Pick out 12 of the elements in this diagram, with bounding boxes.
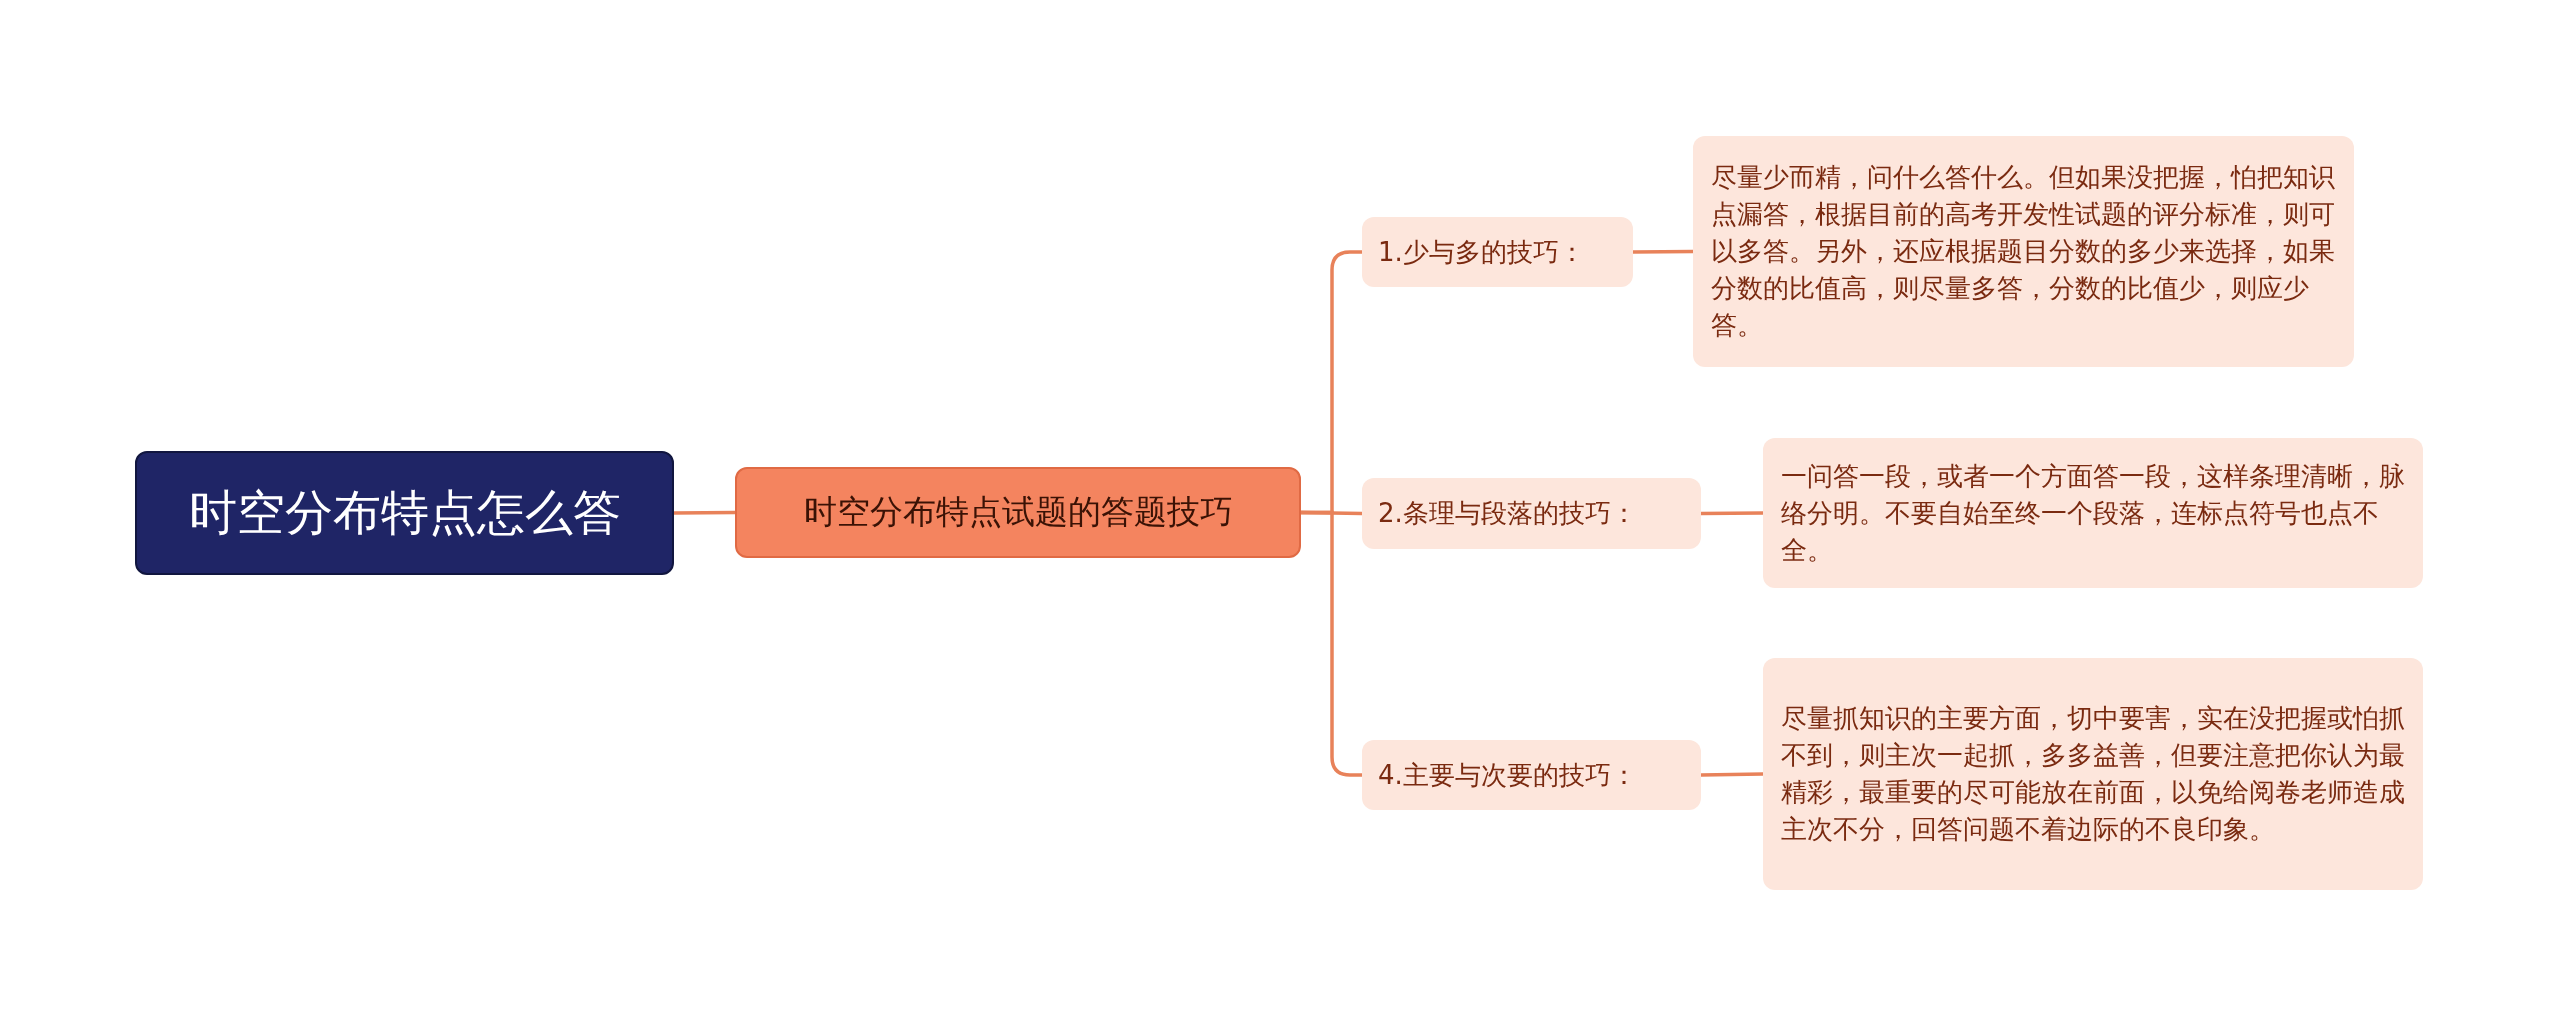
connector-line — [1633, 249, 1693, 254]
topic-box: 时空分布特点怎么答 — [135, 451, 674, 575]
branch-box: 2.条理与段落的技巧： — [1362, 478, 1701, 549]
branch-box: 4.主要与次要的技巧： — [1362, 740, 1701, 810]
branch-box: 1.少与多的技巧： — [1362, 217, 1633, 287]
connector-line — [1701, 511, 1763, 516]
connector-line — [674, 510, 735, 515]
text-box: 尽量少而精，问什么答什么。但如果没把握，怕把知识点漏答，根据目前的高考开发性试题的评分标准，则可以多答。另外，还应根据题目分数的多少来选择，如果分数的比值高，则尽量多答，分数的比值少，则应少答。 — [1693, 136, 2354, 367]
text-box: 一问答一段，或者一个方面答一段，这样条理清晰，脉络分明。不要自始至终一个段落，连标点符号也点不全。 — [1763, 438, 2423, 588]
connector-line — [1700, 772, 1764, 777]
subtopic-box: 时空分布特点试题的答题技巧 — [735, 467, 1301, 558]
text-box: 尽量抓知识的主要方面，切中要害，实在没把握或怕抓不到，则主次一起抓，多多益善，但要注意把你认为最精彩，最重要的尽可能放在前面，以免给阅卷老师造成主次不分，回答问题不着边际的不良印象。 — [1763, 658, 2423, 890]
